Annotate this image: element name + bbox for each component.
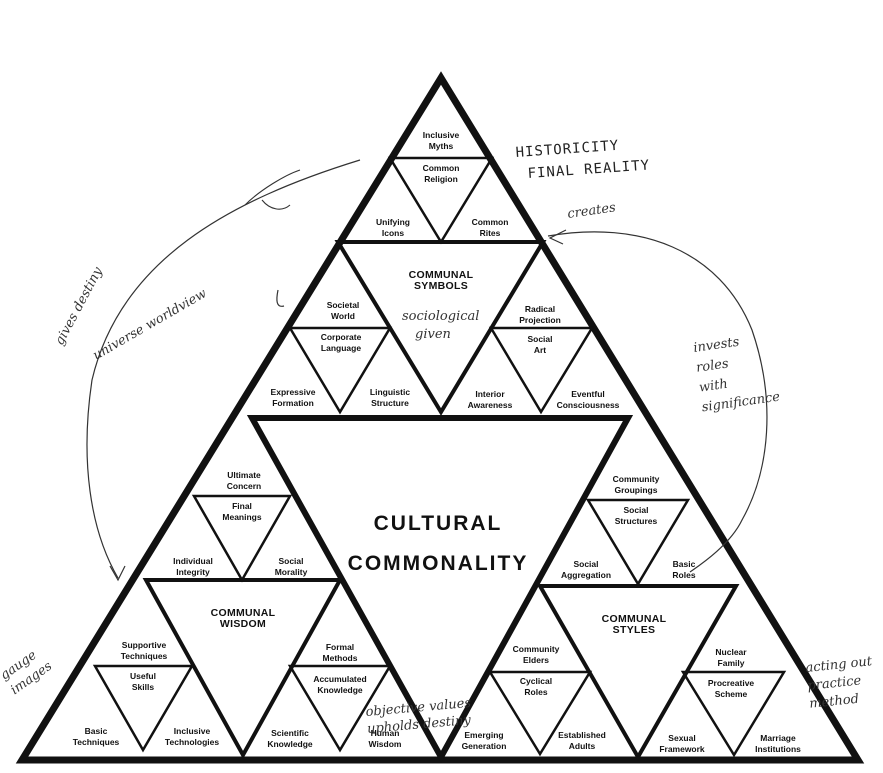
pencil-scribble-left xyxy=(244,169,301,210)
gives-destiny-note: gives destiny xyxy=(52,264,106,348)
acting-out-note: acting outpracticemethod xyxy=(805,654,877,712)
pencil-tick-top xyxy=(276,289,285,307)
sociological-note: sociological xyxy=(402,309,479,324)
procreative-scheme-triangle xyxy=(680,670,787,758)
social-structures-triangle xyxy=(585,498,691,587)
universe-worldview-note: universe worldview xyxy=(91,286,210,363)
final-reality-note: FINAL REALITY xyxy=(527,157,650,182)
pencil-arrow-right xyxy=(548,229,567,245)
historicity-note: HISTORICITY xyxy=(515,138,620,161)
cyclical-roles-triangle xyxy=(487,670,593,757)
creates-note: creates xyxy=(566,200,616,222)
given-note: given xyxy=(415,327,451,342)
corporate-language-triangle xyxy=(287,326,393,415)
pencil-curve-right xyxy=(547,231,768,573)
social-art-triangle xyxy=(488,326,595,415)
central-triangle xyxy=(246,415,634,764)
common-religion-triangle xyxy=(387,156,495,245)
invests-roles-note: investsroleswithsignificance xyxy=(692,330,781,415)
final-meanings-triangle xyxy=(191,494,293,583)
useful-skills-triangle xyxy=(92,664,195,753)
pencil-arrow-left xyxy=(109,565,126,582)
pencil-curve-left xyxy=(86,159,361,579)
gauge-images-note: gaugeimages xyxy=(0,644,55,698)
accumulated-knowledge-triangle xyxy=(287,664,393,753)
